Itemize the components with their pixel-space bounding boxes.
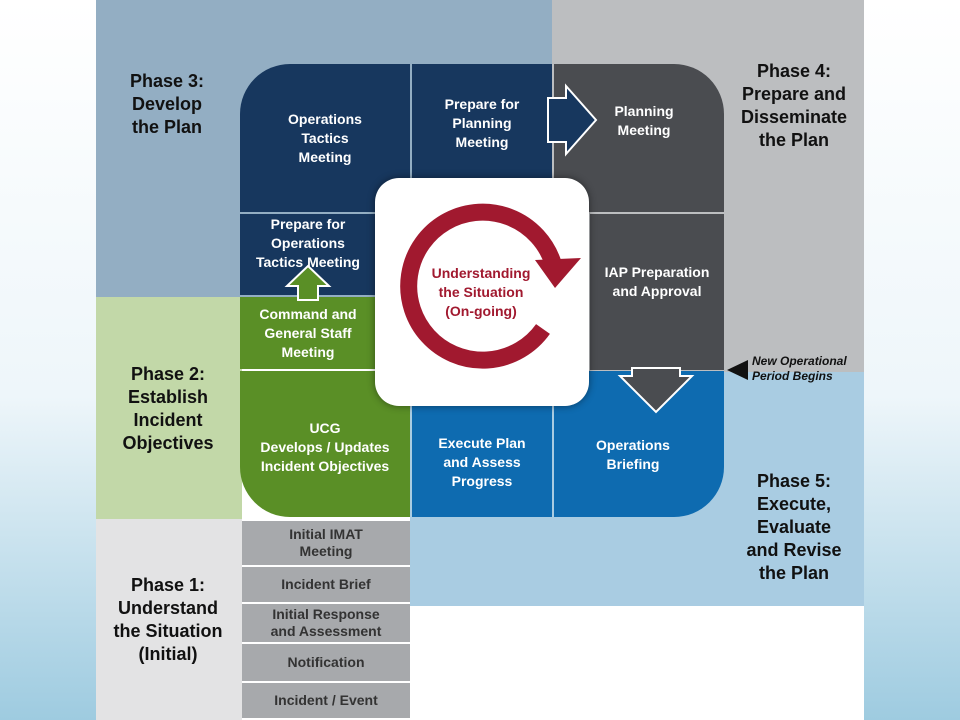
phase2-title: Phase 2: Establish Incident Objectives	[122, 364, 214, 453]
phase2-zone	[96, 297, 242, 519]
new-operational-period-label: New Operational Period Begins	[752, 354, 847, 383]
command-general-staff-box: Command and General Staff Meeting	[240, 297, 376, 369]
divider	[242, 681, 410, 683]
iap-preparation-box: IAP Preparation and Approval	[590, 214, 724, 370]
phase1-zone	[96, 519, 242, 720]
arrow-to-planning-meeting	[547, 83, 598, 157]
divider	[242, 602, 410, 604]
right-background	[864, 0, 960, 720]
phase5-title: Phase 5: Execute, Evaluate and Revise th…	[746, 471, 842, 583]
arrow-to-prepare-ops-tactics	[284, 264, 332, 301]
notification: Notification	[242, 644, 410, 681]
phase4-title: Phase 4: Prepare and Disseminate the Pla…	[740, 61, 848, 150]
new-period-pointer-icon	[727, 360, 748, 380]
incident-brief: Incident Brief	[242, 567, 410, 602]
phase3-title: Phase 3: Develop the Plan	[129, 71, 205, 137]
left-background	[0, 0, 96, 720]
ucg-objectives-box: UCG Develops / Updates Incident Objectiv…	[240, 371, 410, 517]
initial-response-assessment: Initial Response and Assessment	[242, 604, 410, 642]
divider	[242, 565, 410, 567]
incident-event: Incident / Event	[242, 683, 410, 718]
center-label: Understanding the Situation (On-going)	[431, 265, 531, 319]
arrow-to-operations-briefing	[617, 367, 695, 414]
phase1-title: Phase 1: Understand the Situation (Initi…	[113, 575, 223, 664]
cycle-arrow-icon	[400, 203, 581, 369]
initial-imat-meeting: Initial IMAT Meeting	[242, 521, 410, 565]
divider	[242, 642, 410, 644]
